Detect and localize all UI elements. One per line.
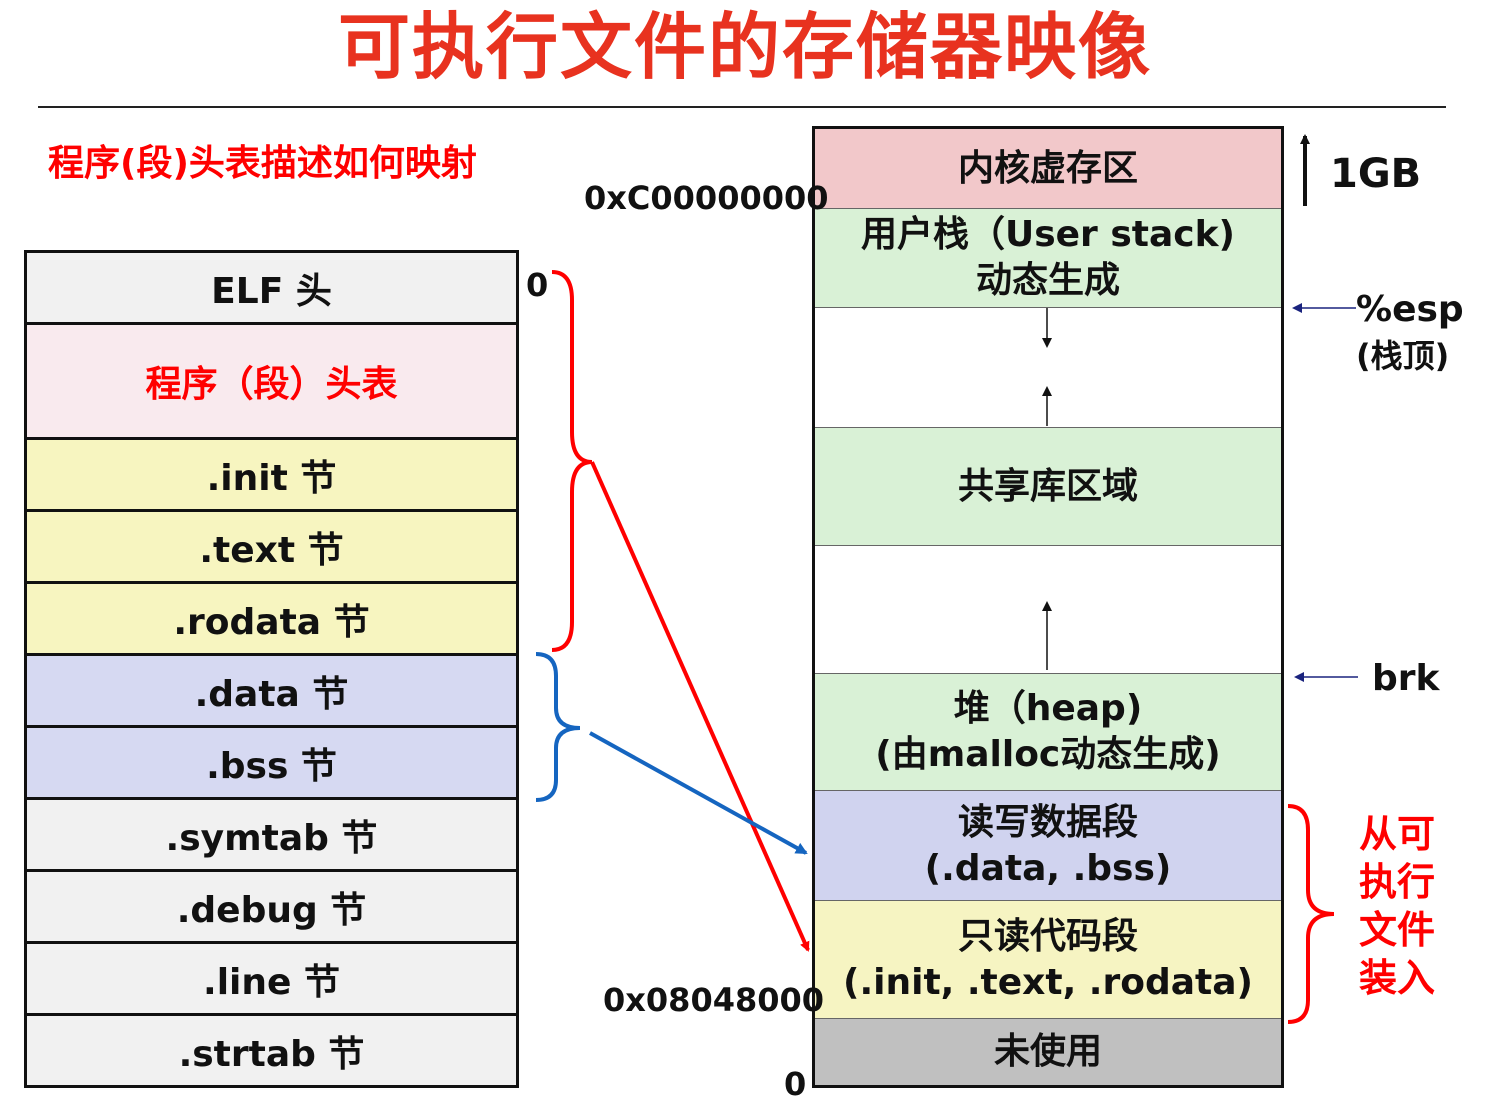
esp-register-label: %esp [1356,289,1464,330]
zero-address: 0 [784,1065,807,1103]
elf-row-label: .strtab 节 [178,1033,365,1075]
elf-row-label: 程序（段）头表 [145,364,398,405]
data-section-row: .data 节 [27,656,516,728]
memory-map: 内核虚存区 用户栈（User stack) 动态生成 共享库区域 堆（heap)… [812,126,1284,1088]
strtab-section-row: .strtab 节 [27,1016,516,1085]
subtitle: 程序(段)头表描述如何映射 [48,143,477,184]
region-label: 共享库区域 [957,465,1138,507]
line-section-row: .line 节 [27,944,516,1016]
elf-offset-zero-label: 0 [526,266,549,304]
user-stack-region: 用户栈（User stack) 动态生成 [815,209,1281,308]
region-label: 内核虚存区 [957,147,1138,189]
data-mapping-arrow [589,731,808,855]
elf-row-label: .data 节 [194,673,349,715]
note-line: 执行 [1358,860,1435,904]
text-base-address: 0x08048000 [603,981,825,1019]
rodata-section-row: .rodata 节 [27,584,516,656]
elf-header-row: ELF 头 [27,253,516,325]
page-title: 可执行文件的存储器映像 [337,5,1152,89]
blue-brace [535,652,581,802]
rw-data-segment-region: 读写数据段 (.data, .bss) [815,791,1281,901]
region-sublabel: (.init, .text, .rodata) [843,961,1253,1003]
unused-region: 未使用 [815,1019,1281,1085]
kernel-base-address: 0xC00000000 [584,179,829,217]
elf-row-label: .bss 节 [206,745,337,787]
bss-section-row: .bss 节 [27,728,516,800]
text-section-row: .text 节 [27,512,516,584]
ro-code-segment-region: 只读代码段 (.init, .text, .rodata) [815,901,1281,1019]
title-divider [38,106,1446,108]
shared-library-region: 共享库区域 [815,428,1281,546]
elf-row-label: .rodata 节 [173,601,370,643]
load-brace [1287,804,1335,1024]
heap-region: 堆（heap) (由malloc动态生成) [815,674,1281,791]
elf-row-label: .debug 节 [176,889,367,931]
region-label: 读写数据段 [957,801,1138,843]
brk-label: brk [1372,658,1440,699]
stack-top-note: (栈顶) [1356,337,1450,375]
region-label: 只读代码段 [957,915,1138,957]
symtab-section-row: .symtab 节 [27,800,516,872]
red-brace [551,270,593,652]
region-sublabel: 动态生成 [975,260,1120,301]
region-label: 用户栈（User stack) [860,214,1236,255]
loaded-from-executable-note: 从可 执行 文件 装入 [1352,810,1442,1002]
kernel-region: 内核虚存区 [815,129,1281,209]
elf-row-label: .init 节 [206,457,337,499]
note-line: 从可 [1358,812,1435,856]
debug-section-row: .debug 节 [27,872,516,944]
region-label: 未使用 [993,1031,1102,1072]
init-section-row: .init 节 [27,440,516,512]
note-line: 装入 [1358,956,1435,1000]
kernel-size-label: 1GB [1330,151,1422,197]
region-sublabel: (由malloc动态生成) [875,734,1221,775]
region-label: 堆（heap) [953,688,1143,729]
program-header-table-row: 程序（段）头表 [27,325,516,440]
elf-row-label: ELF 头 [211,270,332,312]
note-line: 文件 [1358,908,1435,952]
elf-row-label: .text 节 [199,529,344,571]
elf-row-label: .symtab 节 [165,817,378,859]
code-mapping-arrow [590,461,810,952]
region-sublabel: (.data, .bss) [924,847,1172,889]
elf-file-table: ELF 头 程序（段）头表 .init 节 .text 节 .rodata 节 … [24,250,519,1088]
elf-row-label: .line 节 [203,961,340,1003]
stack-gap-region [815,308,1281,428]
